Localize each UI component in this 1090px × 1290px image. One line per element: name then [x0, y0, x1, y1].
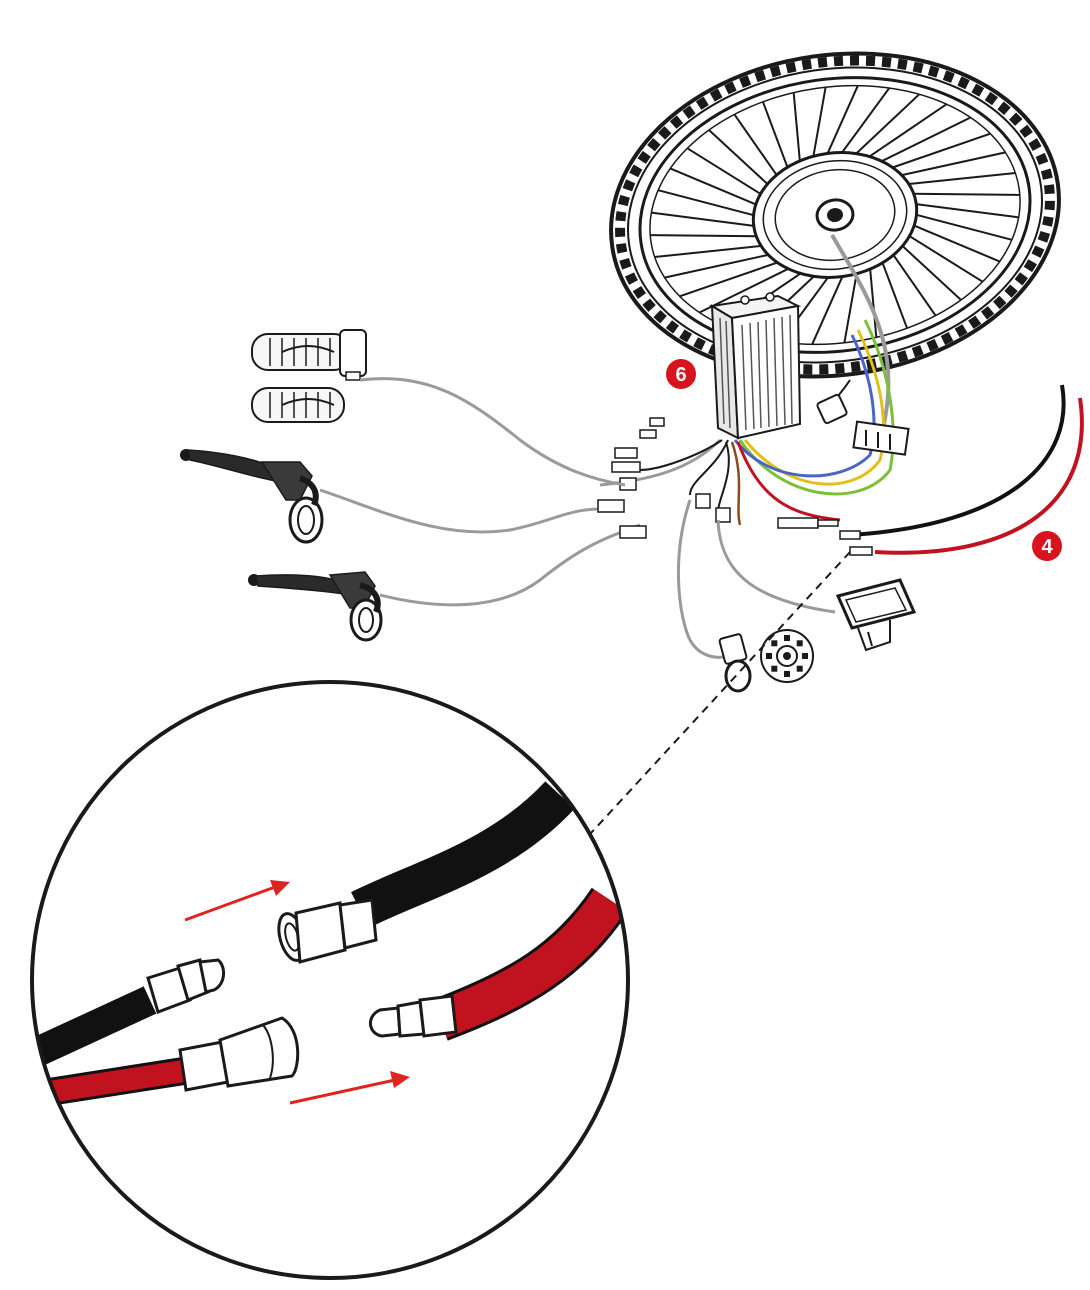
- brake-cable-right: [379, 523, 641, 607]
- spoke: [843, 271, 858, 344]
- pas-magnet: [802, 653, 808, 659]
- spoke: [825, 85, 859, 156]
- controller-bundle: [599, 417, 841, 529]
- connector: [597, 499, 625, 513]
- spoke: [866, 103, 948, 159]
- badge-controller-label: 6: [675, 364, 686, 386]
- brake-cable-left: [319, 488, 621, 534]
- spoke: [762, 101, 790, 170]
- brake-lever-icon: [180, 449, 324, 544]
- spoke: [911, 223, 1001, 263]
- badge-controller: 6: [666, 359, 696, 389]
- bullet-connector-icon: [369, 994, 458, 1038]
- pas-magnet: [796, 665, 803, 672]
- display-icon: [716, 519, 917, 652]
- pas-magnet: [771, 665, 778, 672]
- battery-leads: [839, 384, 1084, 556]
- spoke: [650, 234, 759, 238]
- spoke: [890, 132, 991, 170]
- brake-lever-icon: [248, 571, 383, 642]
- spoke: [812, 86, 827, 159]
- spoke: [880, 260, 908, 329]
- throttle-cable: [359, 377, 626, 487]
- spoke: [906, 171, 1016, 186]
- spoke: [651, 211, 756, 228]
- bullet-connector-icon: [178, 1016, 300, 1092]
- connector: [619, 525, 647, 539]
- pas-magnet: [766, 653, 772, 659]
- spoke: [733, 113, 779, 178]
- spoke: [664, 253, 771, 279]
- spoke: [708, 129, 770, 187]
- pas-magnet: [796, 640, 803, 647]
- spoke: [899, 151, 1006, 177]
- badge-battery-leads-label: 4: [1041, 536, 1053, 558]
- pas-magnet: [784, 635, 790, 641]
- bullet-connector-icon: [146, 958, 225, 1014]
- arrow-icon: [184, 880, 290, 922]
- pas-magnet: [784, 671, 790, 677]
- callout-line: [579, 551, 851, 846]
- spoke: [914, 213, 1013, 241]
- badge-battery-leads: 4: [1032, 531, 1062, 561]
- controller-icon: [709, 292, 802, 440]
- grip-icon: [251, 387, 345, 423]
- pas-sensor-icon: [677, 499, 814, 693]
- throttle-grip-icon: [251, 329, 367, 381]
- spoke: [811, 274, 845, 345]
- spoke: [891, 252, 937, 317]
- spoke: [900, 243, 962, 301]
- spoke: [792, 92, 802, 164]
- spoke: [914, 202, 1019, 219]
- spoke: [868, 266, 878, 338]
- spoke: [907, 234, 984, 283]
- spoke: [654, 244, 764, 259]
- spoke: [839, 87, 891, 156]
- hub-motor-wheel-icon: [609, 51, 1061, 379]
- spoke: [657, 189, 756, 217]
- pas-magnet: [771, 640, 778, 647]
- spoke: [853, 93, 920, 157]
- bullet-connector-icon: [277, 898, 378, 964]
- spoke: [669, 167, 759, 207]
- spoke: [686, 147, 763, 196]
- motor-phase-wires: [733, 233, 910, 496]
- spoke: [911, 192, 1020, 196]
- spoke: [679, 260, 780, 298]
- connector-detail-circle: [30, 680, 630, 1280]
- spoke: [879, 116, 971, 164]
- arrow-icon: [289, 1071, 410, 1105]
